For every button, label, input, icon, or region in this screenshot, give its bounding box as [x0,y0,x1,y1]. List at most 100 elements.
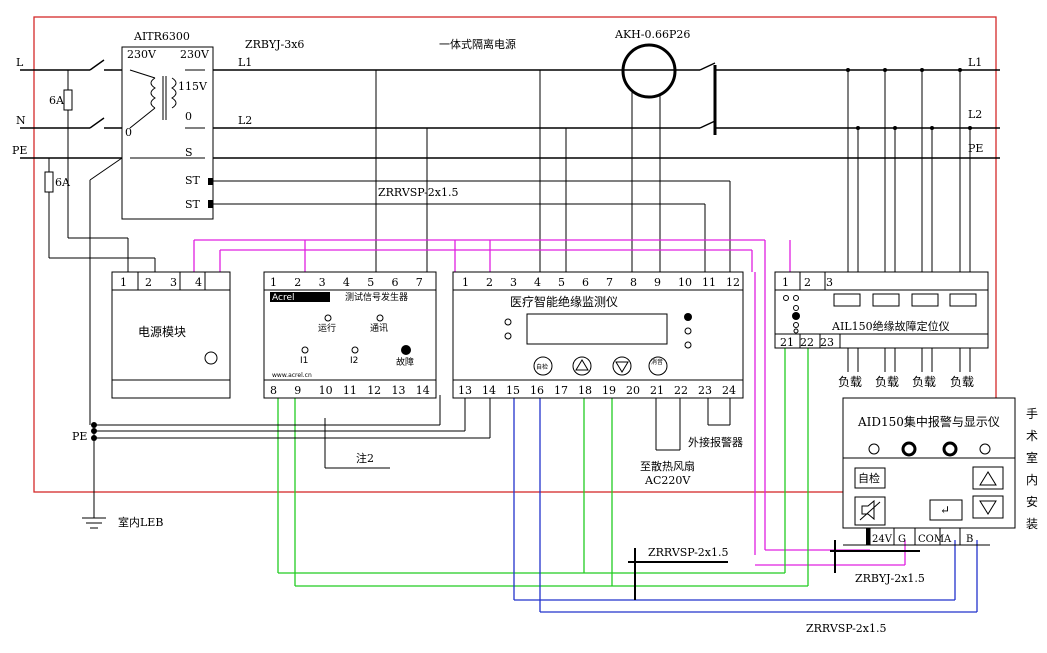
fan-label-2: AC220V [644,474,691,487]
display-self-check-button[interactable] [854,467,886,489]
transformer-model: AITR6300 [133,30,190,43]
monitor-bottom-terminal-20: 20 [626,384,640,397]
locator-bottom-terminal-23: 23 [820,336,834,349]
line-N-label: N [16,114,26,127]
monitor-top-terminal-3: 3 [510,276,517,289]
monitor-top-terminal-5: 5 [558,276,565,289]
main-busbars [20,59,1000,159]
transformer-st2: ST [185,198,201,211]
current-transformer [621,43,677,99]
signal-gen-top-terminal-6: 6 [392,276,399,289]
line-PEr-label: PE [968,142,983,155]
fuse1-label: 6A [49,94,65,107]
side-note-6: 装 [1026,517,1038,531]
load-4: 负载 [950,375,974,389]
magenta-wiring [193,239,906,566]
fuse2-label: 6A [55,176,71,189]
display-terminal-24V: 24V [872,534,893,545]
signal-gen-url: www.acrel.cn [272,372,312,379]
monitor-display [526,313,668,345]
green-wiring [277,348,809,587]
power-module-name: 电源模块 [138,325,186,339]
display-terminal-B: B [966,534,973,545]
display-unit-box [842,397,1016,529]
fuse-1 [63,89,73,111]
signal-gen-bottom-terminal-9: 9 [294,384,301,397]
signal-gen-fault: 故障 [396,356,414,368]
line-L2-label: L2 [238,114,252,127]
cable3-label: ZRRVSP-2x1.5 [648,546,729,559]
monitor-up-button[interactable] [572,356,592,376]
display-mute-button[interactable] [854,496,886,526]
monitor-top-terminal-11: 11 [702,276,716,289]
signal-gen-i1: I1 [300,356,308,366]
locator-bottom-terminal-21: 21 [780,336,794,349]
cable1-label: ZRBYJ-3x6 [245,38,304,51]
power-module-terminal-2: 2 [145,276,152,289]
transformer-st1: ST [185,174,201,187]
line-L2r-label: L2 [968,108,982,121]
signal-gen-run: 运行 [318,322,336,334]
line-PE-label: PE [12,144,27,157]
signal-gen-top-terminal-1: 1 [270,276,277,289]
signal-gen-top-terminal-3: 3 [319,276,326,289]
transformer-v4: 0 [185,110,192,123]
display-up-button[interactable] [972,466,1004,490]
cabinet-outline [33,16,997,493]
monitor-bottom-terminal-15: 15 [506,384,520,397]
power-module-box [111,271,231,399]
signal-generator-box [263,271,437,399]
signal-gen-brand: Acrel [272,293,295,303]
insulation-monitor-box [452,271,744,399]
monitor-down-button[interactable] [612,356,632,376]
locator-bottom-terminal-22: 22 [800,336,814,349]
monitor-check-button[interactable] [533,356,553,376]
note2-label: 注2 [356,451,374,465]
signal-gen-top-terminal-2: 2 [294,276,301,289]
ct-label: AKH-0.66P26 [614,28,690,41]
display-self-check-label: 自检 [858,471,880,485]
display-down-button[interactable] [972,495,1004,519]
signal-gen-comm: 通讯 [370,323,388,334]
side-note-2: 术 [1026,429,1038,443]
monitor-check-label: 自检 [536,363,548,371]
locator-top-terminal-1: 1 [782,276,789,289]
line-L1r-label: L1 [968,56,982,69]
load-2: 负载 [875,375,899,389]
ext-alarm-label: 外接报警器 [688,435,743,449]
power-module-terminal-4: 4 [195,276,202,289]
display-terminal-COM: COM [918,534,944,545]
line-L1-label: L1 [238,56,252,69]
signal-gen-bottom-terminal-13: 13 [392,384,406,397]
monitor-bottom-terminal-19: 19 [602,384,616,397]
title-label: 一体式隔离电源 [439,37,516,51]
monitor-bottom-terminal-14: 14 [482,384,496,397]
transformer-v2: 230V [180,48,210,61]
signal-gen-top-terminal-7: 7 [416,276,423,289]
power-module-terminal-3: 3 [170,276,177,289]
cable2-label: ZRRVSP-2x1.5 [378,186,459,199]
monitor-top-terminal-4: 4 [534,276,541,289]
monitor-quiet-button[interactable] [648,356,668,376]
monitor-bottom-terminal-23: 23 [698,384,712,397]
display-enter-label: ↵ [940,503,950,517]
signal-gen-bottom-terminal-10: 10 [319,384,333,397]
display-name: AID150集中报警与显示仪 [857,414,1000,429]
cable4-label: ZRBYJ-2x1.5 [855,572,925,585]
transformer-v5: 0 [125,126,132,139]
monitor-name: 医疗智能绝缘监测仪 [510,294,618,309]
power-module-terminal-1: 1 [120,276,127,289]
monitor-bottom-terminal-18: 18 [578,384,592,397]
display-enter-button[interactable] [929,499,963,521]
transformer-s: S [185,146,193,159]
cable5-label: ZRRVSP-2x1.5 [806,622,887,635]
display-terminal-A: A [943,534,952,545]
locator-name: AIL150绝缘故障定位仪 [831,319,950,333]
monitor-bottom-terminal-22: 22 [674,384,688,397]
line-L-label: L [16,56,24,69]
monitor-bottom-terminal-21: 21 [650,384,664,397]
signal-gen-name: 测试信号发生器 [345,291,408,303]
blue-wiring [513,395,978,613]
signal-gen-i2: I2 [350,356,358,366]
